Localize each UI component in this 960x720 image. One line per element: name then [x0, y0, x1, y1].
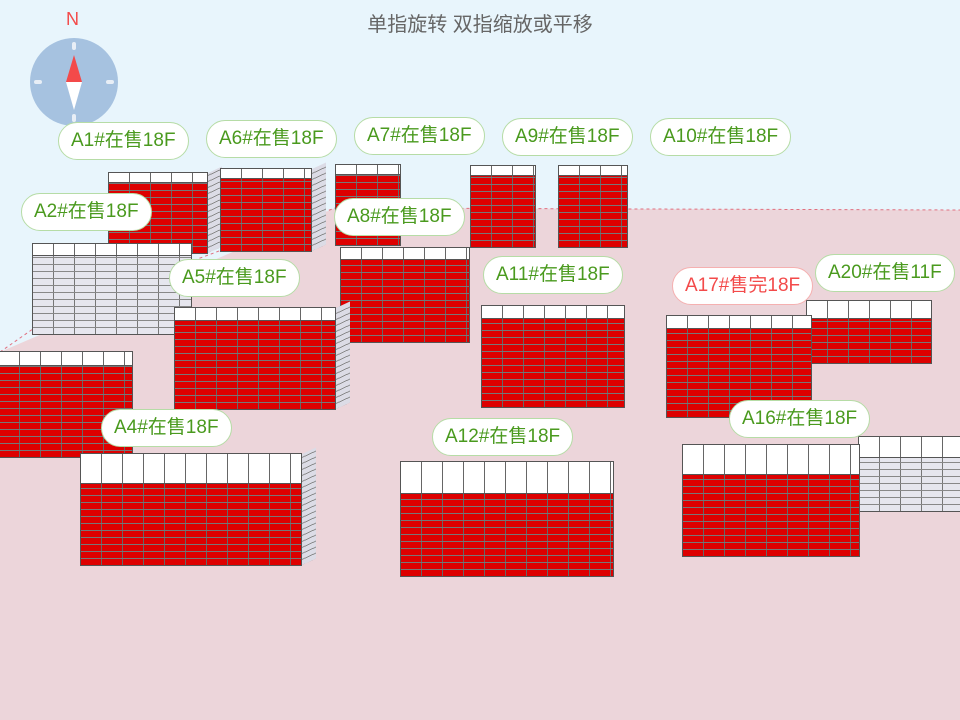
- label-a9[interactable]: A9#在售18F: [502, 118, 633, 156]
- building-a11[interactable]: [481, 305, 625, 408]
- label-a8[interactable]: A8#在售18F: [334, 198, 465, 236]
- label-a1[interactable]: A1#在售18F: [58, 122, 189, 160]
- building-a10[interactable]: [558, 165, 628, 248]
- label-a11[interactable]: A11#在售18F: [483, 256, 623, 294]
- label-a4[interactable]: A4#在售18F: [101, 409, 232, 447]
- label-a2[interactable]: A2#在售18F: [21, 193, 152, 231]
- label-a6[interactable]: A6#在售18F: [206, 120, 337, 158]
- building-a-right[interactable]: [858, 436, 960, 512]
- label-a5[interactable]: A5#在售18F: [169, 259, 300, 297]
- building-a16[interactable]: [682, 444, 860, 557]
- building-a2[interactable]: [32, 243, 192, 335]
- label-a12[interactable]: A12#在售18F: [432, 418, 574, 456]
- building-a9[interactable]: [470, 165, 536, 248]
- label-a20[interactable]: A20#在售11F: [815, 254, 955, 292]
- building-a8[interactable]: [340, 247, 470, 343]
- label-a16[interactable]: A16#在售18F: [729, 400, 871, 438]
- label-a7[interactable]: A7#在售18F: [354, 117, 485, 155]
- compass-button[interactable]: [30, 38, 118, 126]
- building-a6[interactable]: [220, 162, 326, 252]
- compass-tick: [106, 80, 114, 84]
- north-label: N: [66, 9, 79, 29]
- compass-tick: [72, 42, 76, 50]
- building-a20[interactable]: [806, 300, 932, 364]
- compass-tick: [72, 114, 76, 122]
- building-a4[interactable]: [80, 447, 316, 566]
- compass-needle-icon: [66, 55, 82, 110]
- building-a5[interactable]: [174, 301, 350, 410]
- gesture-hint: 单指旋转 双指缩放或平移: [367, 14, 593, 36]
- label-a10[interactable]: A10#在售18F: [650, 118, 792, 156]
- label-a17[interactable]: A17#售完18F: [672, 267, 814, 305]
- compass-tick: [34, 80, 42, 84]
- building-a12[interactable]: [400, 461, 614, 577]
